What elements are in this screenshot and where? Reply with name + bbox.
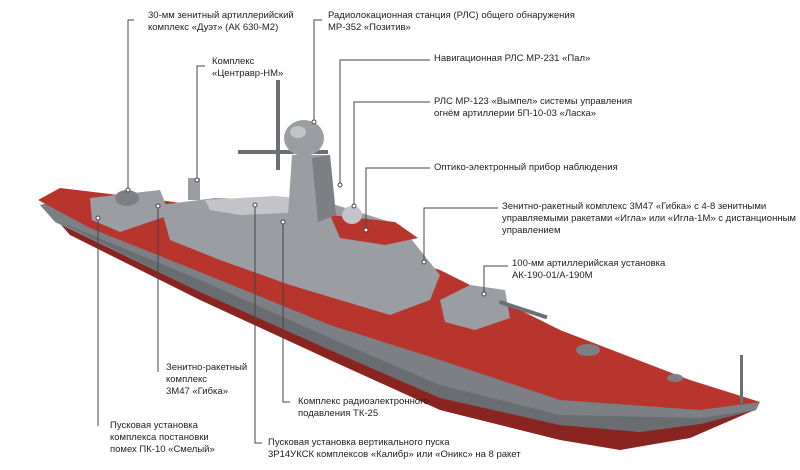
radar-dome-shine bbox=[290, 126, 306, 138]
callout-line: Зенитно-ракетный bbox=[166, 362, 248, 373]
callout-kalibr: Пусковая установка вертикального пуска 3… bbox=[268, 437, 521, 461]
callout-line: подавления ТК-25 bbox=[298, 408, 379, 419]
callout-line: комплекс bbox=[166, 374, 208, 385]
callout-line: Пусковая установка вертикального пуска bbox=[268, 437, 450, 448]
mast-yard bbox=[238, 150, 328, 154]
callout-line: управлением bbox=[502, 225, 561, 236]
deck-fitting bbox=[576, 344, 600, 356]
callout-line: Оптико-электронный прибор наблюдения bbox=[434, 162, 618, 173]
callout-line: 3М47 «Гибка» bbox=[166, 386, 228, 397]
callout-line: РЛС МР-123 «Вымпел» системы управления bbox=[434, 96, 633, 107]
forward-gun-turret bbox=[440, 285, 510, 330]
forward-gun-barrel bbox=[498, 300, 548, 320]
callout-ak630: 30-мм зенитный артиллерийский комплекс «… bbox=[148, 10, 294, 34]
callout-line: «Центравр-НМ» bbox=[212, 68, 284, 79]
jack-staff bbox=[740, 355, 743, 403]
callout-line: Комплекс радиоэлектронного bbox=[298, 396, 429, 407]
ak630-mount bbox=[115, 190, 139, 206]
callout-tk25: Комплекс радиоэлектронного подавления ТК… bbox=[298, 396, 429, 420]
callout-line: комплекс «Дуэт» (АК 630-М2) bbox=[148, 22, 279, 33]
callout-line: управляемыми ракетами «Игла» или «Игла-1… bbox=[502, 213, 796, 224]
callout-line: 30-мм зенитный артиллерийский bbox=[148, 10, 294, 21]
callout-line: Радиолокационная станция (РЛС) общего об… bbox=[328, 10, 575, 21]
callout-line: Комплекс bbox=[212, 56, 255, 67]
callout-line: 3Р14УКСК комплексов «Калибр» или «Оникс»… bbox=[268, 449, 521, 460]
callout-line: огнём артиллерии 5П-10-03 «Ласка» bbox=[434, 108, 597, 119]
callout-pal: Навигационная РЛС МР-231 «Пал» bbox=[434, 53, 590, 65]
callout-line: АК-190-01/А-190М bbox=[512, 270, 593, 281]
director-radar bbox=[342, 206, 362, 224]
centavr-post bbox=[188, 178, 200, 200]
callout-gibka-front: Зенитно-ракетный комплекс 3М47 «Гибка» с… bbox=[502, 201, 796, 237]
callout-line: комплекса постановки bbox=[110, 432, 209, 443]
rear-superstructure bbox=[90, 190, 170, 232]
callout-line: 100-мм артиллерийская установка bbox=[512, 258, 666, 269]
callout-line: Пусковая установка bbox=[110, 420, 198, 431]
mast-pole bbox=[276, 80, 280, 170]
callout-optic: Оптико-электронный прибор наблюдения bbox=[434, 162, 618, 174]
callout-centavr: Комплекс «Центравр-НМ» bbox=[212, 56, 283, 80]
callout-gibka-rear: Зенитно-ракетный комплекс 3М47 «Гибка» bbox=[166, 362, 247, 398]
callout-ak190: 100-мм артиллерийская установка АК-190-0… bbox=[512, 258, 665, 282]
callout-line: Навигационная РЛС МР-231 «Пал» bbox=[434, 53, 591, 64]
callout-rls-pozitiv: Радиолокационная станция (РЛС) общего об… bbox=[328, 10, 575, 34]
callout-pk10: Пусковая установка комплекса постановки … bbox=[110, 420, 215, 456]
radar-dome bbox=[284, 120, 324, 156]
callout-vympel: РЛС МР-123 «Вымпел» системы управления о… bbox=[434, 96, 632, 120]
callout-line: МР-352 «Позитив» bbox=[328, 22, 411, 33]
deck-fitting bbox=[667, 374, 683, 382]
mast-tower-shade bbox=[312, 155, 336, 222]
callout-line: помех ПК-10 «Смелый» bbox=[110, 444, 215, 455]
callout-line: Зенитно-ракетный комплекс 3М47 «Гибка» с… bbox=[502, 201, 767, 212]
hull-bottom bbox=[55, 218, 756, 450]
